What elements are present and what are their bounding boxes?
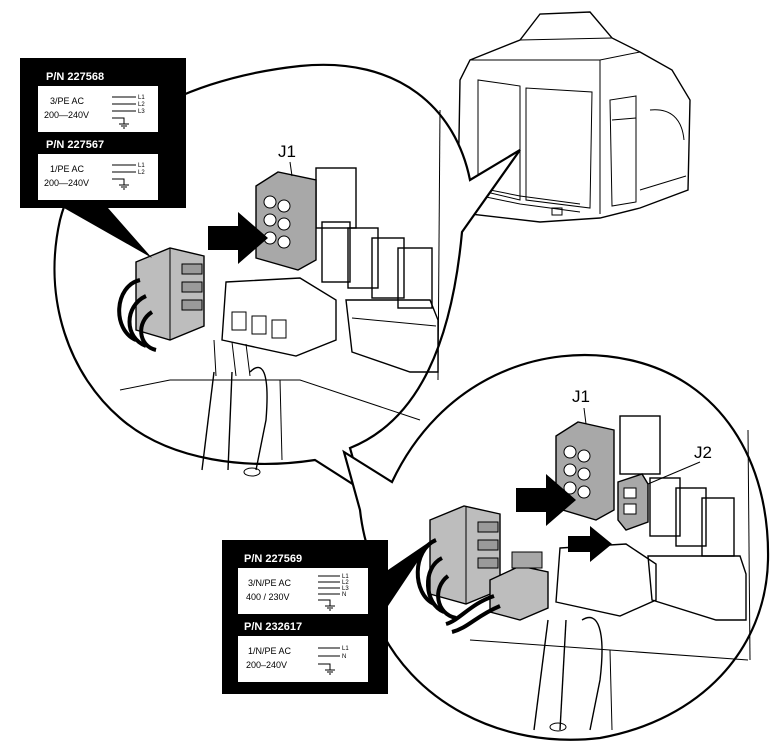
tag-top-pn-2: P/N 227567 xyxy=(46,139,104,151)
j1-bottom-label: J1 xyxy=(572,387,590,406)
j2-connector xyxy=(617,473,649,531)
tag-bottom-wire-2-2: N xyxy=(342,654,346,660)
tag-top-spec-2a: 1/PE AC xyxy=(50,164,85,174)
tag-bottom-wire-1-1: L1 xyxy=(342,574,349,580)
tag-bottom-spec-2a: 1/N/PE AC xyxy=(248,646,292,656)
insert-arrow-icon xyxy=(208,212,268,264)
tag-bottom-wire-2-1: L1 xyxy=(342,646,349,652)
insert-arrow-j2-icon xyxy=(568,526,612,562)
tag-bottom-spec-1a: 3/N/PE AC xyxy=(248,578,292,588)
tag-bottom-spec-1b: 400 / 230V xyxy=(246,592,290,602)
j1-top-label: J1 xyxy=(278,142,296,161)
tag-top-wire-2-1: L1 xyxy=(138,163,145,169)
wiring-symbol-icon xyxy=(112,96,136,129)
tag-top-wire-1-2: L2 xyxy=(138,102,145,108)
wiring-symbol-icon xyxy=(318,575,340,611)
tag-top-spec-1a: 3/PE AC xyxy=(50,96,85,106)
tag-bottom-pn-2: P/N 232617 xyxy=(244,621,302,633)
tag-top-wire-1-1: L1 xyxy=(138,95,145,101)
cable-tag-top: P/N 227568 3/PE AC 200—240V L1 L2 L3 P/N… xyxy=(20,58,186,258)
tag-top-spec-2b: 200—240V xyxy=(44,178,89,188)
wiring-symbol-icon xyxy=(112,164,136,190)
tag-bottom-wire-1-2: L2 xyxy=(342,580,349,586)
j2-label: J2 xyxy=(694,443,712,462)
plug-top xyxy=(117,247,205,352)
tag-top-wire-1-3: L3 xyxy=(138,109,145,115)
tag-top-spec-1b: 200—240V xyxy=(44,110,89,120)
tag-bottom-wire-1-4: N xyxy=(342,592,346,598)
tag-bottom-wire-1-3: L3 xyxy=(342,586,349,592)
tag-bottom-pn-1: P/N 227569 xyxy=(244,553,302,565)
insert-arrow-j1-icon xyxy=(516,474,576,526)
machine-overview xyxy=(457,11,691,223)
tag-top-wire-2-2: L2 xyxy=(138,170,145,176)
bottom-detail-bubble xyxy=(328,353,770,741)
plug-bottom-small xyxy=(445,551,549,634)
tag-top-pn-1: P/N 227568 xyxy=(46,71,104,83)
cable-tag-bottom: P/N 227569 3/N/PE AC 400 / 230V L1 L2 L3… xyxy=(222,540,432,694)
plug-bottom-main xyxy=(415,505,501,620)
wiring-symbol-icon xyxy=(318,647,340,675)
tag-bottom-spec-2b: 200–240V xyxy=(246,660,287,670)
